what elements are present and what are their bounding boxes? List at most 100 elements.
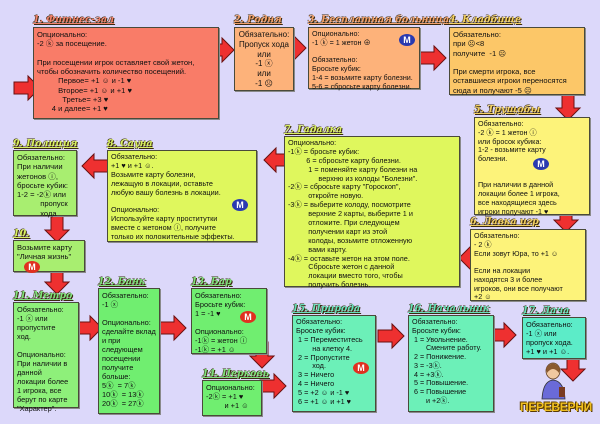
text-line: верхние 2 карты, выберите 1 и: [288, 209, 413, 219]
location-card-15: Обязательно:Бросьте кубик: 1 = Перемести…: [292, 315, 376, 412]
location-card-1: Опционально:-2 ⓚ за посещение. При посещ…: [33, 27, 219, 119]
text-line: вами карту.: [288, 244, 347, 254]
text-line: 6 = сбросьте карту болезни.: [288, 155, 401, 165]
text-line: -2 ⓚ = 1 жетон ⓘ: [478, 127, 537, 137]
text-line: сюда и получают -5 ☹: [453, 85, 532, 95]
text-line: Обязательно:: [17, 305, 64, 314]
text-line: отложите. При следующем: [288, 218, 400, 228]
text-line: Второе= +1 ☺ и +1 ♥: [37, 85, 132, 95]
location-title-10: 10.: [13, 228, 30, 239]
location-card-8: Обязательно:+1 ♥ и +1 ☺.Возьмите карту б…: [107, 150, 257, 242]
text-line: +1 ♥ и +1 ☺.: [526, 347, 570, 357]
text-line: Обязательно:: [238, 30, 290, 39]
text-line: верхню из колоды "Болезни".: [288, 173, 418, 183]
location-title-5: 5. Трущобы: [474, 104, 541, 115]
flip-over-label: ПЕРЕВЕРНИ: [520, 400, 592, 414]
text-line: -1ⓚ = жетон ⓘ: [195, 336, 248, 346]
text-line: 2 = Понижение.: [412, 352, 467, 362]
location-text: Возьмите карту"Личная жизнь": [17, 243, 81, 262]
text-line: локации более: [17, 377, 69, 387]
text-line: При смерти игрока, все: [453, 67, 536, 76]
location-text: Обязательно:Бросьте кубик:1 = -1 ♥ Опцио…: [195, 291, 263, 354]
metro-icon: М: [533, 158, 549, 170]
location-text: Обязательно:+1 ♥ и +1 ☺.Возьмите карту б…: [111, 152, 253, 242]
text-line: и +1 ☺: [206, 401, 249, 411]
text-line: [453, 58, 581, 67]
text-line: 3 = Ничего: [296, 370, 335, 380]
text-line: - 2 ⓚ: [474, 239, 492, 249]
text-line: +2 ☺: [474, 292, 492, 302]
text-line: Опционально:: [102, 318, 151, 328]
text-line: и +2ⓚ.: [412, 396, 450, 406]
arrow-9-to-10: [44, 215, 70, 243]
text-line: 10ⓚ = 13ⓚ: [102, 390, 144, 400]
text-line: -1ⓚ = бросьте кубик:: [288, 146, 360, 156]
text-line: +1 ♥ и +1 ☺.: [111, 160, 154, 170]
location-text: Опционально:-2ⓚ = +1 ♥ и +1 ☺: [206, 383, 258, 410]
text-line: [37, 49, 215, 58]
text-line: 2 = Пропустите: [296, 352, 350, 362]
location-title-12: 12. Банк: [98, 276, 146, 287]
text-line: жетонов ⓘ,: [17, 171, 58, 181]
text-line: Обязательно:: [312, 55, 358, 65]
location-title-14: 14. Церковь: [202, 368, 269, 379]
location-title-11: 11. Метро: [13, 290, 73, 301]
text-line: все находящиеся здесь: [478, 198, 557, 208]
text-line: локации более 1 игрока,: [478, 189, 560, 199]
location-title-6: 6. Лавка игр: [470, 216, 539, 227]
text-line: находятся 3 и более: [474, 274, 543, 284]
text-line: -1 ⓚ = 1 жетон ⊕: [312, 37, 371, 47]
metro-icon: М: [353, 362, 369, 374]
text-line: оставшиеся игроки переносятся: [453, 76, 567, 86]
text-line: Обязательно:: [102, 291, 149, 300]
text-line: Обязательно:: [17, 153, 66, 162]
text-line: 1-4 = возьмите карту болезни.: [312, 72, 413, 82]
thinking-person-illustration: [541, 362, 566, 400]
text-line: Если на локации: [474, 266, 531, 276]
arrow-12-to-13: [159, 315, 187, 341]
text-line: игроков, они все получают: [474, 283, 563, 293]
text-line: пропуск: [17, 199, 68, 209]
text-line: Опционально:: [111, 205, 160, 215]
text-line: и при: [102, 336, 121, 346]
text-line: игроки получают -1 ♥: [478, 206, 549, 216]
text-line: 4 и далее= +1 ♥: [37, 104, 108, 113]
text-line: Первое= +1 ☺ и -1 ♥: [37, 76, 132, 86]
text-line: 1 = Увольнение.: [412, 334, 468, 344]
text-line: лежащую в локации, оставьте: [111, 178, 213, 188]
text-line: [102, 309, 156, 318]
location-card-3: Опционально:-1 ⓚ = 1 жетон ⊕ Обязательно…: [308, 27, 420, 90]
text-line: Возьмите карту болезни,: [111, 169, 196, 179]
location-card-7: Опционально:-1ⓚ = бросьте кубик: 6 = сбр…: [284, 136, 460, 289]
text-line: Возьмите карту: [17, 243, 72, 252]
text-line: берут по карте: [17, 395, 68, 405]
location-title-8: 8. Сауна: [107, 138, 153, 149]
arrow-15-to-16: [377, 323, 405, 349]
text-line: Бросьте кубик:: [195, 300, 246, 310]
text-line: -1 ☹: [255, 78, 273, 88]
text-line: -1ⓚ = +1 ☺: [195, 345, 236, 355]
location-title-15: 15. Природа: [292, 303, 361, 314]
text-line: Опционально:: [17, 350, 66, 360]
text-line: чтобы обозначить количество посещений.: [37, 67, 187, 76]
location-text: Опционально:-2 ⓚ за посещение. При посещ…: [37, 30, 215, 113]
text-line: Обязательно:: [296, 317, 343, 326]
location-card-10: Возьмите карту"Личная жизнь" М: [13, 240, 85, 273]
arrow-3-to-4: [419, 45, 447, 71]
metro-icon: М: [240, 311, 256, 323]
text-line: 1 = поменяйте карту болезни на: [288, 164, 418, 174]
location-title-2: 2. Родня: [234, 14, 282, 25]
text-line: 1 = Переместитесь: [296, 334, 363, 344]
text-line: Обязательно:: [195, 291, 242, 300]
text-line: [478, 164, 586, 173]
metro-icon: М: [24, 261, 40, 273]
text-line: 5 = Повышение.: [412, 378, 469, 388]
